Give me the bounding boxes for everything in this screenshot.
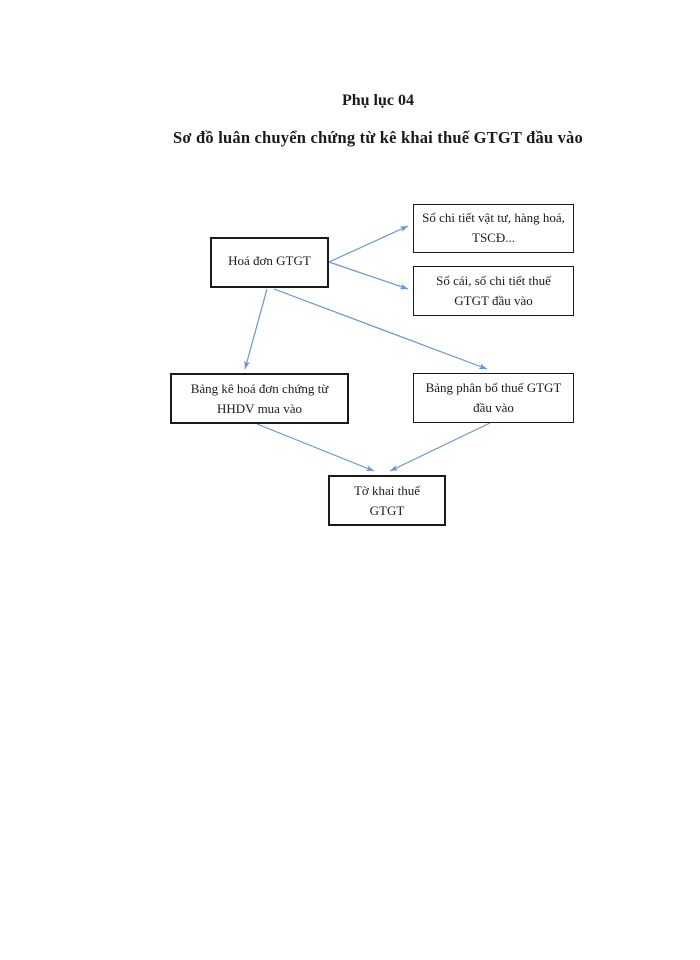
node-hoa-don-gtgt: Hoá đơn GTGT (210, 237, 329, 288)
connector-hoadon-to-sochitiet (328, 225, 409, 263)
node-label-line: HHDV mua vào (217, 401, 302, 416)
node-so-cai-chi-tiet-thue: Sổ cái, sổ chi tiết thuế GTGT đầu vào (413, 266, 574, 316)
connector-bangke-to-tokhai (256, 423, 375, 472)
node-label-line: Tờ khai thuế (353, 483, 421, 498)
node-label-line: Bảng kê hoá đơn chứng từ (190, 381, 329, 396)
node-bang-ke-hoa-don: Bảng kê hoá đơn chứng từ HHDV mua vào (170, 373, 349, 424)
node-label-line: Hoá đơn GTGT (228, 253, 311, 268)
node-label-line: GTGT (369, 503, 405, 518)
connector-hoadon-to-socai (328, 261, 409, 290)
node-to-khai-thue: Tờ khai thuế GTGT (328, 475, 446, 526)
node-label-line: GTGT đầu vào (454, 293, 533, 308)
node-so-chi-tiet-vat-tu: Sổ chi tiết vật tư, hàng hoá, TSCĐ... (413, 204, 574, 253)
node-label-line: TSCĐ... (472, 230, 515, 245)
connector-bangphanbo-to-tokhai (389, 422, 491, 472)
node-label-line: Bảng phân bổ thuế GTGT (425, 380, 562, 395)
node-label-line: Sổ cái, sổ chi tiết thuế (436, 273, 551, 288)
connector-hoadon-to-bangke (244, 288, 268, 370)
node-bang-phan-bo-thue: Bảng phân bổ thuế GTGT đầu vào (413, 373, 574, 423)
page-title: Phụ lục 04 (341, 92, 414, 109)
page-subtitle: Sơ đồ luân chuyển chứng từ kê khai thuế … (173, 128, 583, 147)
node-label-line: đầu vào (473, 400, 514, 415)
node-label-line: Sổ chi tiết vật tư, hàng hoá, (422, 210, 565, 225)
